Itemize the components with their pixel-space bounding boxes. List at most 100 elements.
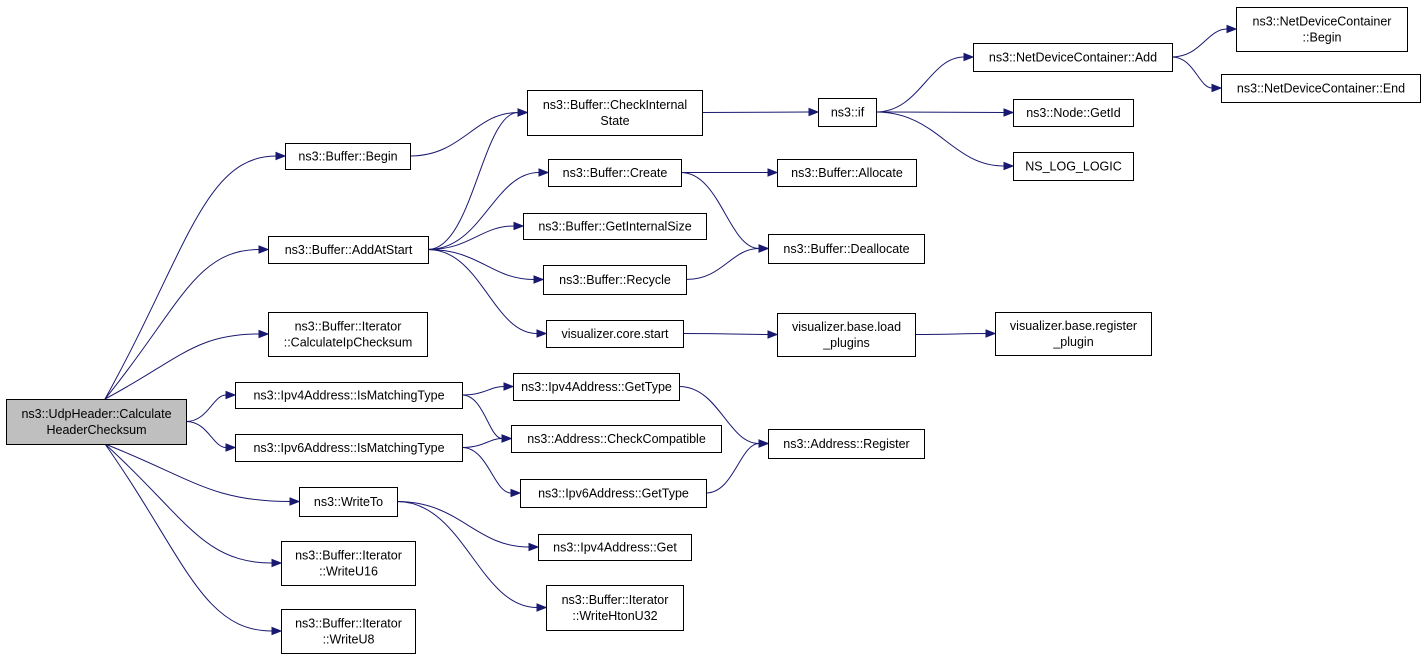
node-box bbox=[299, 487, 398, 517]
edge-buf-checkinternal-to-ns3-if bbox=[701, 111, 810, 113]
edge-ipv4-ismatch-to-ipv4-gettype bbox=[461, 386, 505, 396]
call-edges bbox=[104, 24, 1238, 636]
node-label: ns3::Ipv4Address::Get bbox=[553, 540, 677, 554]
arrowhead bbox=[258, 329, 270, 339]
edge-ipv4-gettype-to-addr-register bbox=[678, 386, 760, 444]
node-vis-base-load[interactable]: visualizer.base.load _plugins bbox=[777, 313, 916, 357]
node-addr-register[interactable]: ns3::Address::Register bbox=[768, 429, 925, 459]
arrowhead bbox=[275, 151, 287, 161]
node-ndc-add[interactable]: ns3::NetDeviceContainer::Add bbox=[973, 43, 1173, 72]
node-buf-create[interactable]: ns3::Buffer::Create bbox=[548, 159, 682, 187]
node-label: ns3::Ipv4Address::IsMatchingType bbox=[253, 388, 444, 402]
edge-ndc-add-to-ndc-begin bbox=[1171, 28, 1228, 58]
node-writeto[interactable]: ns3::WriteTo bbox=[299, 487, 398, 517]
edge-buf-begin-to-buf-checkinternal bbox=[409, 112, 519, 157]
arrowhead bbox=[758, 439, 770, 448]
edge-ipv6-ismatch-to-addr-checkcompat bbox=[461, 438, 503, 448]
edge-buf-create-to-buf-deallocate bbox=[680, 172, 760, 249]
node-label: ns3::Buffer::AddAtStart bbox=[285, 243, 413, 257]
node-label: visualizer.base.load bbox=[792, 320, 901, 334]
node-ipv6-ismatch[interactable]: ns3::Ipv6Address::IsMatchingType bbox=[235, 434, 463, 462]
arrowhead bbox=[517, 108, 529, 117]
node-label: ns3::Ipv6Address::IsMatchingType bbox=[253, 441, 444, 455]
node-label: ns3::Buffer::Iterator bbox=[562, 593, 669, 607]
node-ndc-end[interactable]: ns3::NetDeviceContainer::End bbox=[1221, 74, 1421, 103]
node-label: _plugin bbox=[1052, 335, 1093, 349]
node-ipv4-ismatch[interactable]: ns3::Ipv4Address::IsMatchingType bbox=[235, 382, 463, 409]
node-label: ns3::NetDeviceContainer::End bbox=[1237, 81, 1405, 95]
node-label: ns3::Buffer::CheckInternal bbox=[543, 98, 687, 112]
arrowhead bbox=[510, 488, 522, 498]
node-ipv6-gettype[interactable]: ns3::Ipv6Address::GetType bbox=[520, 479, 707, 508]
arrowhead bbox=[513, 221, 525, 231]
node-label: ns3::Address::Register bbox=[783, 437, 909, 451]
node-buf-addatstart[interactable]: ns3::Buffer::AddAtStart bbox=[268, 236, 429, 264]
edge-vis-core-start-to-vis-base-load bbox=[682, 333, 769, 335]
node-label: ns3::if bbox=[831, 105, 865, 119]
node-box bbox=[818, 98, 877, 127]
node-label: ::WriteHtonU32 bbox=[572, 609, 657, 623]
arrowhead bbox=[528, 542, 540, 552]
node-ipv4-gettype[interactable]: ns3::Ipv4Address::GetType bbox=[513, 373, 680, 401]
node-label: ns3::Buffer::Iterator bbox=[295, 319, 402, 333]
node-label: ns3::Buffer::GetInternalSize bbox=[538, 219, 691, 233]
node-node-getid[interactable]: ns3::Node::GetId bbox=[1013, 99, 1134, 127]
edge-buf-addatstart-to-buf-getinternalsize bbox=[427, 225, 515, 250]
node-iter-calcip[interactable]: ns3::Buffer::Iterator::CalculateIpChecks… bbox=[268, 312, 428, 357]
edge-root-to-iter-calcip bbox=[104, 333, 260, 400]
edge-root-to-buf-addatstart bbox=[104, 249, 260, 400]
node-ndc-begin[interactable]: ns3::NetDeviceContainer::Begin bbox=[1236, 7, 1408, 52]
arrowhead bbox=[1226, 24, 1238, 34]
node-buf-getinternalsize[interactable]: ns3::Buffer::GetInternalSize bbox=[523, 213, 707, 240]
node-iter-writeu16[interactable]: ns3::Buffer::Iterator::WriteU16 bbox=[281, 541, 416, 586]
node-label: ns3::Buffer::Create bbox=[563, 166, 668, 180]
node-label: NS_LOG_LOGIC bbox=[1025, 159, 1122, 173]
node-iter-writeu8[interactable]: ns3::Buffer::Iterator::WriteU8 bbox=[281, 609, 416, 654]
arrowhead bbox=[225, 390, 237, 400]
node-ns-log-logic[interactable]: NS_LOG_LOGIC bbox=[1013, 152, 1134, 181]
node-label: ns3::Address::CheckCompatible bbox=[527, 432, 706, 446]
edge-ipv6-ismatch-to-ipv6-gettype bbox=[461, 447, 512, 494]
node-box bbox=[527, 90, 703, 136]
call-nodes: ns3::UdpHeader::CalculateHeaderChecksumn… bbox=[6, 7, 1421, 654]
node-label: ns3::Ipv4Address::GetType bbox=[521, 380, 672, 394]
node-buf-deallocate[interactable]: ns3::Buffer::Deallocate bbox=[768, 234, 925, 264]
arrowhead bbox=[225, 443, 237, 452]
node-label: ns3::UdpHeader::Calculate bbox=[21, 407, 171, 421]
edge-buf-addatstart-to-buf-checkinternal bbox=[427, 112, 519, 250]
edge-root-to-buf-begin bbox=[104, 155, 277, 400]
arrowhead bbox=[533, 275, 545, 284]
node-box bbox=[973, 43, 1173, 72]
node-vis-base-register[interactable]: visualizer.base.register_plugin bbox=[995, 312, 1152, 356]
node-label: ns3::NetDeviceContainer bbox=[1253, 14, 1392, 28]
arrowhead bbox=[538, 168, 550, 177]
node-label: ns3::NetDeviceContainer::Add bbox=[989, 50, 1157, 64]
node-addr-checkcompat[interactable]: ns3::Address::CheckCompatible bbox=[511, 425, 722, 453]
node-box bbox=[235, 382, 463, 409]
node-ipv4-get[interactable]: ns3::Ipv4Address::Get bbox=[538, 534, 692, 561]
node-buf-begin[interactable]: ns3::Buffer::Begin bbox=[285, 143, 411, 170]
arrowhead bbox=[985, 329, 997, 338]
edge-root-to-iter-writeu16 bbox=[104, 443, 273, 564]
node-buf-recycle[interactable]: ns3::Buffer::Recycle bbox=[543, 265, 687, 295]
node-box bbox=[777, 313, 916, 357]
arrowhead bbox=[758, 244, 770, 253]
node-box bbox=[777, 159, 917, 187]
node-label: ::Begin bbox=[1303, 30, 1342, 44]
arrowhead bbox=[1003, 108, 1015, 117]
node-iter-writehton[interactable]: ns3::Buffer::Iterator::WriteHtonU32 bbox=[546, 585, 684, 631]
node-ns3-if[interactable]: ns3::if bbox=[818, 98, 877, 127]
arrowhead bbox=[271, 558, 283, 568]
edge-buf-addatstart-to-buf-recycle bbox=[427, 249, 535, 280]
edge-writeto-to-iter-writehton bbox=[396, 501, 538, 608]
node-vis-core-start[interactable]: visualizer.core.start bbox=[546, 320, 684, 348]
node-label: ns3::Buffer::Allocate bbox=[791, 166, 903, 180]
node-label: visualizer.core.start bbox=[562, 327, 670, 341]
node-label: _plugins bbox=[822, 336, 870, 350]
node-box bbox=[511, 425, 722, 453]
arrowhead bbox=[501, 434, 513, 443]
node-buf-allocate[interactable]: ns3::Buffer::Allocate bbox=[777, 159, 917, 187]
